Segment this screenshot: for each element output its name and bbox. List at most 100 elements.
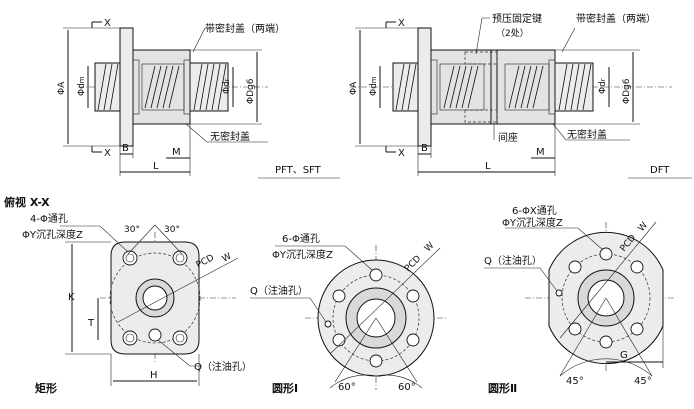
pcd-leader — [117, 257, 239, 323]
thread-left — [97, 63, 119, 111]
angle-arc — [329, 374, 423, 389]
label-l: L — [485, 161, 491, 172]
section-marker-bottom — [385, 146, 396, 153]
label-preload-count: （2处） — [496, 27, 529, 39]
section-x-bottom: X — [398, 148, 405, 159]
label-angle-1: 45° — [566, 376, 584, 387]
bolt-hole-inner — [175, 253, 185, 263]
bore — [142, 285, 168, 311]
angle-lines — [334, 317, 418, 383]
leader-seal-without — [185, 123, 268, 143]
leader-seal-with — [561, 27, 576, 53]
oil-hole — [324, 320, 332, 328]
label-h: H — [150, 370, 158, 381]
bolt-hole — [630, 260, 644, 274]
angle-lines — [127, 224, 183, 255]
flange-view-round-1: PCD W 6-Φ通孔 ΦY沉孔深度Z Q（注油孔） 60° 60° 圆形Ⅰ — [250, 233, 448, 395]
bolt-hole — [172, 330, 188, 346]
label-hole-spec-1: 4-Φ通孔 — [30, 213, 68, 225]
label-w: W — [221, 252, 234, 265]
label-w: W — [423, 241, 436, 254]
label-hole-spec-2: ΦY沉孔深度Z — [502, 216, 563, 229]
thread-nut — [144, 65, 180, 109]
spacer-block — [490, 49, 498, 125]
section-marker-top — [385, 21, 396, 28]
label-seal-without: 无密封盖 — [567, 128, 607, 141]
label-hole-spec-1: 6-Φ通孔 — [282, 233, 320, 245]
label-oil: Q（注油孔） — [484, 254, 542, 267]
section-x-top: X — [398, 18, 405, 29]
pcd-circle — [109, 252, 201, 344]
thread-right — [558, 63, 592, 111]
bolt-hole — [568, 322, 582, 336]
seal-end — [132, 59, 140, 115]
thread-nut-1 — [443, 65, 479, 109]
bolt-hole — [406, 289, 420, 303]
model-label-dft: DFT — [650, 165, 670, 176]
pcd-leader — [329, 247, 441, 355]
thread-nut-2 — [508, 65, 544, 109]
label-oil: Q（注油孔） — [194, 360, 252, 373]
angle-arc — [559, 358, 653, 377]
label-m: M — [536, 147, 545, 158]
flange-view-round-2: PCD W 6-ΦX通孔 ΦY沉孔深度Z Q（注油孔） G 45° 45° 圆形… — [484, 205, 675, 395]
bolt-hole — [172, 250, 188, 266]
flange — [119, 27, 134, 147]
label-seal-with: 带密封盖（两端） — [576, 12, 656, 25]
bolt-hole — [369, 354, 383, 368]
seal-end — [183, 59, 191, 115]
bolt-hole-inner — [125, 253, 135, 263]
oil-hole — [148, 328, 162, 342]
label-angle-2: 60° — [398, 382, 416, 393]
label-k: K — [68, 292, 75, 303]
thread-right — [193, 63, 227, 111]
bolt-hole — [599, 335, 613, 349]
bolt-hole — [332, 289, 346, 303]
bolt-hole-inner — [175, 333, 185, 343]
label-phi-dg6: ΦDg6 — [246, 78, 256, 104]
seal-end — [548, 59, 556, 115]
nut-body — [132, 49, 191, 125]
label-t: T — [87, 318, 95, 329]
label-g: G — [620, 350, 628, 361]
bolt-hole — [568, 260, 582, 274]
label-seal-with: 带密封盖（两端） — [205, 22, 285, 35]
leader-hole-spec — [60, 225, 129, 253]
preload-key-outline — [464, 109, 498, 123]
leader-hole-spec — [505, 227, 604, 251]
bolt-hole — [122, 250, 138, 266]
label-hole-spec-2: ΦY沉孔深度Z — [272, 248, 333, 261]
label-phi-a: ΦA — [57, 81, 67, 95]
section-x-bottom: X — [104, 148, 111, 159]
bolt-hole — [332, 333, 346, 347]
shape-name-round-1: 圆形Ⅰ — [272, 382, 298, 395]
label-b: B — [421, 143, 428, 154]
label-phi-dm: Φdm — [77, 76, 87, 96]
label-b: B — [122, 143, 129, 154]
flange — [417, 27, 432, 147]
preload-key-outline — [464, 51, 498, 65]
leader-oil — [484, 267, 558, 292]
label-angle-1: 30° — [124, 225, 140, 235]
bolt-hole — [122, 330, 138, 346]
label-spacer: 间座 — [498, 131, 518, 144]
leader-oil — [250, 297, 327, 323]
leader-preload-key — [475, 17, 490, 55]
bolt-hole — [406, 333, 420, 347]
angle-lines — [559, 297, 653, 377]
oil-hole — [555, 289, 563, 297]
label-oil: Q（注油孔） — [250, 284, 308, 297]
label-l: L — [153, 161, 159, 172]
label-phi-dg6: ΦDg6 — [622, 78, 632, 104]
side-view-single-nut: X X ΦA Φdm Φdr ΦDg6 B L M 带密封盖（两端） 无密封盖 — [57, 18, 340, 179]
label-phi-dr: Φdr — [598, 78, 608, 94]
shape-name-rect: 矩形 — [35, 381, 57, 395]
shape-name-round-2: 圆形Ⅱ — [488, 382, 517, 395]
section-marker-bottom — [91, 146, 102, 153]
view-title-x-x: 俯视 X-X — [4, 195, 50, 209]
thread-left — [395, 63, 417, 111]
model-label-pft: PFT、SFT — [275, 165, 322, 176]
label-preload-key: 预压固定键 — [492, 12, 542, 25]
label-seal-without: 无密封盖 — [210, 130, 250, 143]
label-m: M — [172, 147, 181, 158]
